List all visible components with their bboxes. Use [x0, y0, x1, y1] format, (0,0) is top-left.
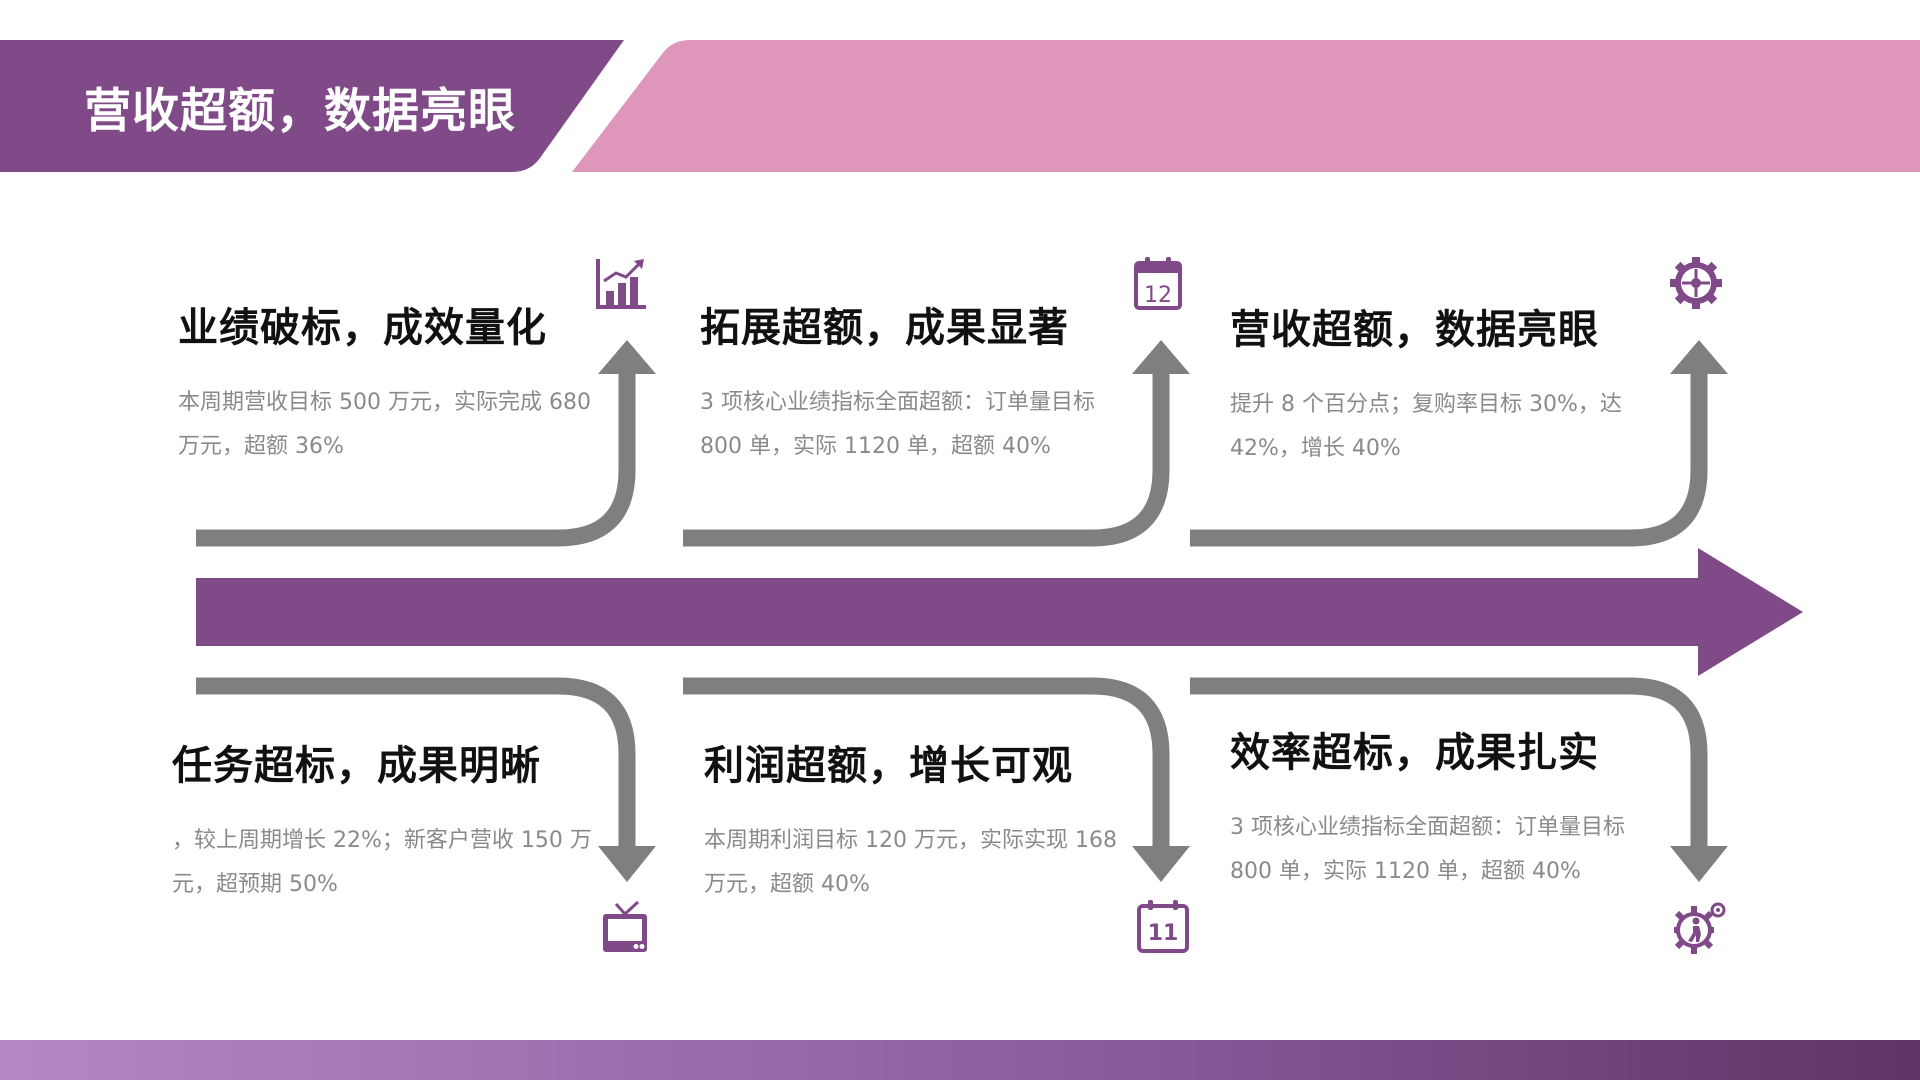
card-text: 本周期营收目标 500 万元，实际完成 680 万元，超额 36% [178, 390, 591, 459]
card-title: 营收超额，数据亮眼 [1230, 307, 1599, 353]
connector-bottom-3-arrowhead [1670, 846, 1728, 882]
card-title: 任务超标，成果明晰 [172, 743, 541, 789]
header-purple-band [0, 40, 624, 172]
bar-chart-icon [596, 259, 646, 309]
person-gear-icon [1674, 902, 1726, 954]
connector-bottom-2 [683, 677, 1170, 852]
footer-bar [0, 1040, 1920, 1080]
card-bottom-1: 任务超标，成果明晰 ，较上周期增长 22%；新客户营收 150 万元，超预期 5… [172, 733, 642, 907]
gear-icon [1670, 257, 1722, 309]
calendar-12-number: 12 [1144, 283, 1172, 308]
card-text: 本周期利润目标 120 万元，实际实现 168 万元，超额 40% [704, 828, 1117, 897]
calendar-11-number: 11 [1148, 921, 1179, 946]
card-text: 提升 8 个百分点；复购率目标 30%，达 42%，增长 40% [1230, 392, 1622, 461]
connector-top-3-arrowhead [1670, 340, 1728, 374]
card-text: 3 项核心业绩指标全面超额：订单量目标 800 单，实际 1120 单，超额 4… [700, 390, 1095, 459]
card-top-3: 营收超额，数据亮眼 提升 8 个百分点；复购率目标 30%，达 42%，增长 4… [1230, 297, 1700, 471]
card-title: 利润超额，增长可观 [704, 743, 1073, 789]
card-bottom-3: 效率超标，成果扎实 3 项核心业绩指标全面超额：订单量目标 800 单，实际 1… [1230, 720, 1700, 894]
connector-bottom-1 [196, 677, 636, 852]
card-bottom-2: 利润超额，增长可观 本周期利润目标 120 万元，实际实现 168 万元，超额 … [704, 733, 1174, 907]
card-title: 效率超标，成果扎实 [1230, 730, 1599, 776]
card-text: 3 项核心业绩指标全面超额：订单量目标 800 单，实际 1120 单，超额 4… [1230, 815, 1625, 884]
calendar-11-icon: 11 [1137, 900, 1189, 953]
connector-top-2 [683, 368, 1170, 547]
page-title: 营收超额，数据亮眼 [84, 84, 516, 139]
connector-bottom-1-arrowhead [598, 846, 656, 882]
card-top-2: 拓展超额，成果显著 3 项核心业绩指标全面超额：订单量目标 800 单，实际 1… [700, 295, 1170, 469]
card-title: 业绩破标，成效量化 [178, 305, 547, 351]
card-text: ，较上周期增长 22%；新客户营收 150 万元，超预期 50% [172, 828, 592, 897]
main-timeline-arrow [196, 548, 1803, 676]
connector-bottom-2-arrowhead [1132, 846, 1190, 882]
header-banner [0, 40, 1920, 172]
connector-top-1-arrowhead [598, 340, 656, 374]
tv-icon [603, 900, 647, 952]
card-title: 拓展超额，成果显著 [700, 305, 1069, 351]
header-pink-band [572, 40, 1920, 172]
connector-top-3 [1190, 368, 1708, 547]
calendar-12-icon: 12 [1134, 257, 1182, 310]
connector-top-2-arrowhead [1132, 340, 1190, 374]
card-top-1: 业绩破标，成效量化 本周期营收目标 500 万元，实际完成 680 万元，超额 … [178, 295, 648, 469]
connector-top-1 [196, 368, 636, 547]
connector-bottom-3 [1190, 677, 1708, 852]
